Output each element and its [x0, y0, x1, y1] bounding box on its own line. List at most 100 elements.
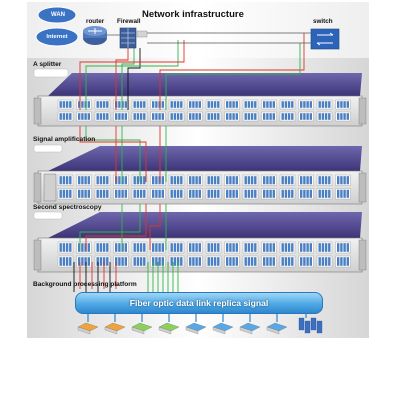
fiber-port — [195, 243, 198, 252]
switch-icon — [310, 28, 340, 50]
fiber-port — [281, 113, 284, 120]
fiber-port — [346, 101, 349, 108]
fiber-port — [121, 101, 124, 108]
fiber-port — [300, 101, 303, 108]
port-module — [76, 188, 92, 200]
fiber-port — [189, 243, 192, 252]
fiber-port — [96, 243, 99, 252]
fiber-port — [306, 257, 309, 266]
fiber-port — [102, 243, 106, 252]
fiber-port — [217, 176, 220, 185]
fiber-port — [287, 101, 291, 108]
fiber-port — [198, 176, 201, 185]
fiber-port — [78, 257, 81, 266]
port-module — [224, 99, 240, 110]
fiber-port — [343, 176, 346, 185]
fiber-port — [161, 189, 164, 198]
fiber-port — [235, 101, 238, 108]
rack-ear-left — [33, 239, 42, 271]
fiber-port — [263, 113, 266, 120]
fiber-port — [281, 257, 284, 266]
fiber-port — [189, 257, 192, 266]
fiber-port — [281, 243, 284, 252]
fiber-port — [59, 101, 62, 108]
port-module — [298, 99, 314, 110]
fiber-port — [139, 113, 143, 120]
fiber-port — [229, 176, 232, 185]
fiber-green — [85, 126, 141, 182]
fiber-port — [155, 176, 158, 185]
port-module — [298, 174, 314, 186]
endpoint-side — [131, 326, 145, 335]
fiber-port — [96, 189, 99, 198]
fiber-port — [263, 243, 266, 252]
port-module — [76, 255, 92, 268]
switch-label: switch — [313, 18, 333, 25]
fiber-port — [189, 189, 192, 198]
fiber-port — [143, 176, 146, 185]
fiber-port — [291, 113, 294, 120]
port-module — [57, 241, 74, 254]
fiber-port — [87, 101, 90, 108]
fiber-port — [232, 101, 235, 108]
port-module — [150, 174, 166, 186]
fiber-port — [143, 101, 146, 108]
port-module — [242, 111, 259, 122]
fiber-port — [118, 257, 121, 266]
port-module — [335, 188, 351, 200]
router-label: router — [86, 18, 105, 25]
port-module — [168, 111, 185, 122]
fiber-port — [173, 243, 177, 252]
fiber-port — [247, 189, 251, 198]
fiber-port — [155, 243, 158, 252]
fiber-port — [247, 101, 251, 108]
port-module — [168, 255, 185, 268]
port-module — [224, 255, 240, 268]
fiber-port — [337, 189, 340, 198]
fiber-port — [287, 113, 291, 120]
fiber-port — [118, 176, 121, 185]
port-module — [261, 188, 277, 200]
cluster-server — [310, 317, 317, 331]
fiber-port — [65, 243, 69, 252]
port-module — [242, 241, 259, 254]
fiber-port — [192, 189, 195, 198]
fiber-port — [250, 257, 254, 266]
wan-cloud-icon — [37, 6, 77, 24]
fiber-port — [324, 243, 328, 252]
fiber-port — [143, 243, 146, 252]
port-module — [261, 111, 277, 122]
fiber-port — [254, 257, 257, 266]
fiber-port — [287, 257, 291, 266]
fiber-port — [328, 257, 331, 266]
fiber-port — [247, 257, 251, 266]
fiber-port — [115, 113, 118, 120]
fiber-port — [106, 176, 109, 185]
fiber-port — [124, 101, 127, 108]
fiber-port — [346, 176, 349, 185]
section-amplification-label: Signal amplification — [33, 136, 96, 143]
fiber-green — [165, 43, 301, 110]
port-module — [279, 241, 296, 254]
fiber-port — [210, 243, 214, 252]
fiber-port — [115, 189, 118, 198]
fiber-port — [291, 176, 294, 185]
fiber-port — [99, 176, 103, 185]
amplifier-chassis-top — [48, 146, 362, 171]
fiber-port — [291, 243, 294, 252]
fiber-port — [232, 243, 235, 252]
amplifier-control-module — [43, 173, 57, 202]
fiber-port — [229, 243, 232, 252]
fiber-port — [210, 176, 214, 185]
fiber-port — [87, 243, 90, 252]
replica-signal-banner: Fiber optic data link replica signal — [75, 292, 323, 314]
fiber-port — [139, 176, 143, 185]
fiber-port — [158, 189, 161, 198]
port-module — [76, 111, 92, 122]
endpoint-side — [239, 326, 253, 335]
fiber-port — [96, 113, 99, 120]
fiber-port — [254, 101, 257, 108]
fiber-port — [281, 101, 284, 108]
fiber-port — [263, 189, 266, 198]
fiber-port — [306, 243, 309, 252]
